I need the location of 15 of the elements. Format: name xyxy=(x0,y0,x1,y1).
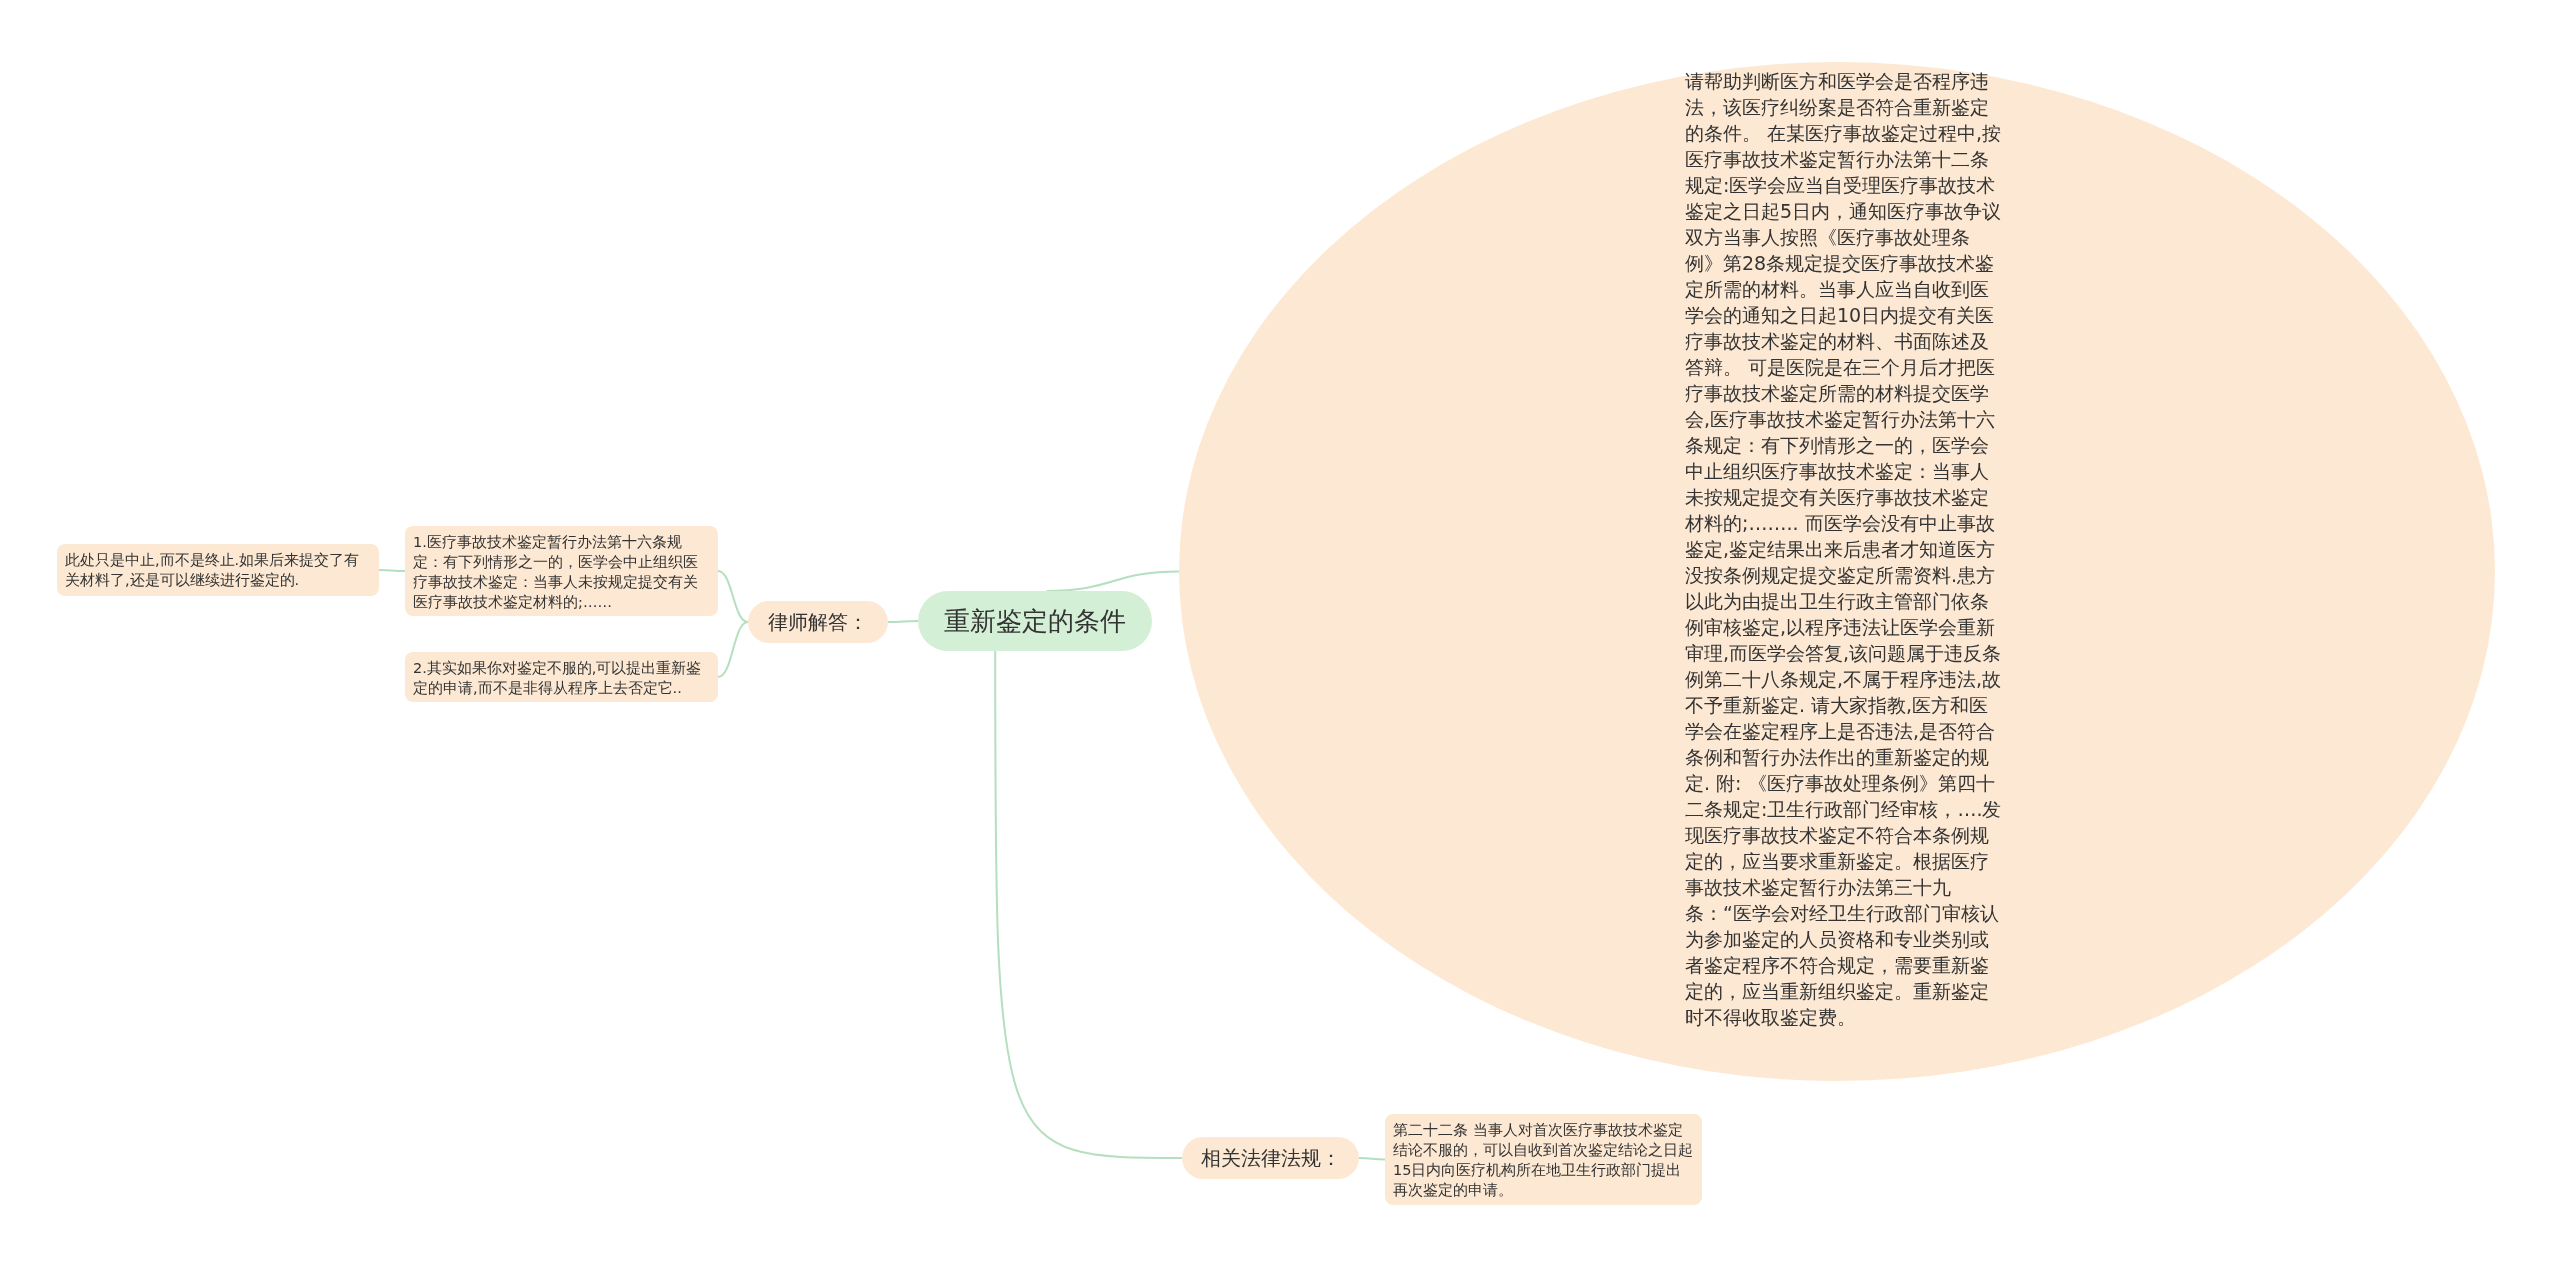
branch-label: 律师解答： xyxy=(748,601,888,643)
connector-line xyxy=(994,650,1183,1159)
connector-line xyxy=(1358,1157,1386,1161)
connector-line xyxy=(1045,570,1180,592)
connector-line xyxy=(378,569,406,572)
branch-label: 相关法律法规： xyxy=(1182,1137,1359,1179)
connector-line xyxy=(887,620,919,623)
note-box: 第二十二条 当事人对首次医疗事故技术鉴定结论不服的，可以自收到首次鉴定结论之日起15日内向医疗机构所在地卫生行政部门提出再次鉴定的申请。 xyxy=(1385,1114,1702,1205)
topic-ellipse: 请帮助判断医方和医学会是否程序违法，该医疗纠纷案是否符合重新鉴定的条件。 在某医疗事故鉴定过程中,按医疗事故技术鉴定暂行办法第十二条规定:医学会应当自受理医疗事故技术鉴定之日起5日内，通知医疗事故争议双方当事人按照《医疗事故处理条例》第28条规定提交医疗事故技术鉴定所需的材料。当事人应当自收到医学会的通知之日起10日内提交有关医疗事故技术鉴定的材料、书面陈述及答辩。 可是医院是在三个月后才把医疗事故技术鉴定所需的材料提交医学会,医疗事故技术鉴定暂行办法第十六条规定：有下列情形之一的，医学会中止组织医疗事故技术鉴定：当事人未按规定提交有关医疗事故技术鉴定材料的;…….. 而医学会没有中止事故鉴定,鉴定结果出来后患者才知道医方没按条例规定提交鉴定所需资料.患方以此为由提出卫生行政主管部门依条例审核鉴定,以程序违法让医学会重新审理,而医学会答复,该问题属于违反条例第二十八条规定,不属于程序违法,故不予重新鉴定. 请大家指教,医方和医学会在鉴定程序上是否违法,是否符合条例和暂行办法作出的重新鉴定的规定. 附: 《医疗事故处理条例》第四十二条规定:卫生行政部门经审核，….发现医疗事故技术鉴定不符合本条例规定的，应当要求重新鉴定。根据医疗事故技术鉴定暂行办法第三十九条：“医学会对经卫生行政部门审核认为参加鉴定的人员资格和专业类别或者鉴定程序不符合规定，需要重新鉴定的，应当重新组织鉴定。重新鉴定时不得收取鉴定费。 xyxy=(1179,62,2495,1081)
note-box: 2.其实如果你对鉴定不服的,可以提出重新鉴定的申请,而不是非得从程序上去否定它.. xyxy=(405,652,718,702)
note-box: 此处只是中止,而不是终止.如果后来提交了有关材料了,还是可以继续进行鉴定的. xyxy=(57,544,379,596)
central-topic: 重新鉴定的条件 xyxy=(918,591,1152,651)
connector-line xyxy=(717,570,749,623)
note-box: 1.医疗事故技术鉴定暂行办法第十六条规定：有下列情形之一的，医学会中止组织医疗事故技术鉴定：当事人未按规定提交有关医疗事故技术鉴定材料的;…… xyxy=(405,526,718,616)
connector-line xyxy=(717,621,749,678)
